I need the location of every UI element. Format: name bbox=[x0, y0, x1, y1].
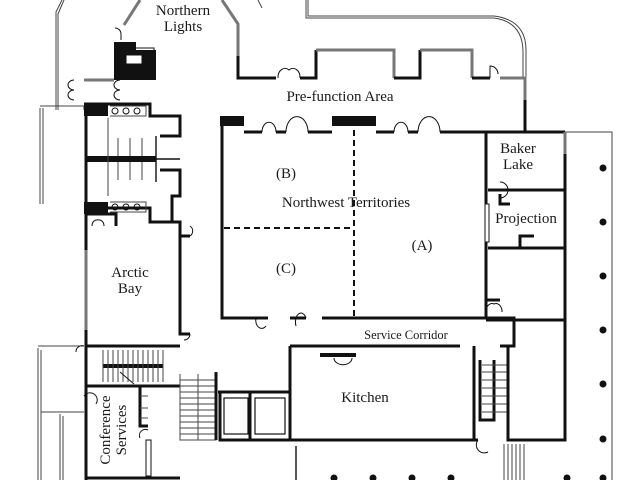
room-label-pre-function: Pre-function Area bbox=[286, 89, 394, 105]
room-label-conference-services: Conference Services bbox=[98, 385, 135, 475]
column bbox=[599, 272, 607, 280]
column bbox=[330, 474, 338, 480]
label-line: Bay bbox=[117, 280, 143, 297]
section-label-c: (C) bbox=[276, 261, 296, 277]
column bbox=[599, 164, 607, 172]
label-line: Arctic bbox=[111, 265, 149, 281]
room-label-service-corridor: Service Corridor bbox=[364, 328, 448, 342]
prefunction-walls bbox=[262, 48, 567, 154]
room-label-northwest-territories: Northwest Territories bbox=[281, 195, 411, 211]
column bbox=[599, 380, 607, 388]
outer-outline bbox=[37, 0, 613, 480]
room-label-arctic-bay: Arctic Bay bbox=[100, 265, 160, 298]
column bbox=[563, 474, 571, 480]
label-line: Northern bbox=[155, 3, 211, 19]
label-line: Services bbox=[113, 404, 130, 456]
northern-lights-walls bbox=[114, 0, 262, 80]
column bbox=[599, 218, 607, 226]
kitchen-walls bbox=[288, 303, 567, 480]
column bbox=[599, 435, 607, 443]
room-label-kitchen: Kitchen bbox=[341, 390, 389, 406]
room-label-northern-lights: Northern Lights bbox=[150, 3, 216, 36]
label-line: Conference bbox=[98, 395, 114, 465]
section-label-a: (A) bbox=[411, 238, 433, 254]
column bbox=[369, 474, 377, 480]
arctic-bay-walls bbox=[75, 236, 191, 480]
column bbox=[599, 474, 607, 480]
room-label-projection: Projection bbox=[495, 211, 557, 227]
room-label-baker-lake: Baker Lake bbox=[488, 141, 548, 174]
colonnade bbox=[330, 164, 607, 480]
section-label-b: (B) bbox=[276, 166, 296, 182]
label-line: Lake bbox=[503, 156, 533, 173]
column bbox=[447, 474, 455, 480]
column bbox=[599, 326, 607, 334]
column bbox=[408, 474, 416, 480]
label-line: Lights bbox=[163, 18, 203, 35]
label-line: Baker bbox=[500, 141, 536, 157]
ballroom-walls bbox=[220, 116, 500, 329]
center-stairs bbox=[179, 372, 290, 442]
